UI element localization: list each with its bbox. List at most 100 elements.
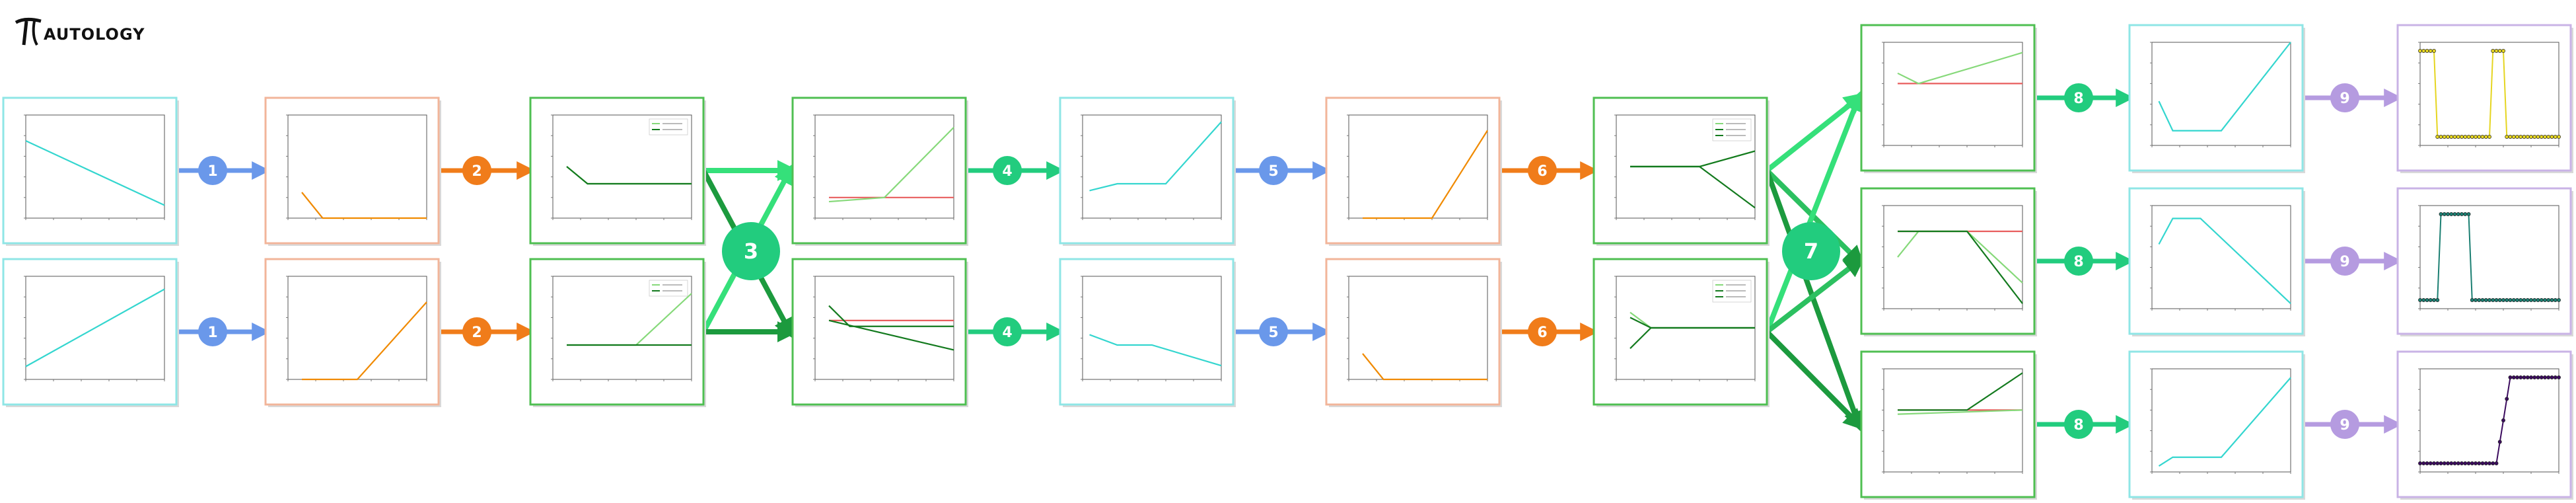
plot-axes xyxy=(25,114,165,219)
chart-panel-p1b xyxy=(2,258,179,407)
series-line xyxy=(2420,50,2559,137)
series-point xyxy=(2432,298,2436,302)
series-point xyxy=(2449,212,2454,216)
series-point xyxy=(2497,298,2502,302)
series-point xyxy=(2546,135,2551,139)
series-line xyxy=(302,301,427,381)
series-point xyxy=(2470,461,2474,465)
chart-panel-p8a xyxy=(1860,24,2037,173)
series-point xyxy=(2474,298,2478,302)
step-number: 1 xyxy=(207,163,217,180)
series-point xyxy=(2446,461,2450,465)
step-number: 9 xyxy=(2340,91,2349,107)
series-point xyxy=(2494,298,2499,302)
series-point xyxy=(2463,135,2468,139)
series-point xyxy=(2557,135,2561,139)
plot-axes xyxy=(1883,42,2023,146)
series-line xyxy=(2158,42,2291,132)
legend-box xyxy=(649,280,688,297)
step-number: 6 xyxy=(1537,163,1547,180)
series-point xyxy=(2487,461,2491,465)
series-point xyxy=(2463,212,2468,216)
step-badge-s8b: 8 xyxy=(2064,247,2093,276)
series-point xyxy=(2435,135,2440,139)
step-badge-s9a: 9 xyxy=(2330,83,2359,112)
series-point xyxy=(2435,298,2440,302)
step-badge-s3: 3 xyxy=(722,222,780,280)
step-badge-s4b: 4 xyxy=(993,317,1022,346)
series-point xyxy=(2532,375,2537,379)
series-point xyxy=(2553,135,2558,139)
series-point xyxy=(2553,298,2558,302)
chart-panel-p8b xyxy=(1860,187,2037,336)
series-point xyxy=(2480,461,2485,465)
step-number: 3 xyxy=(744,239,758,264)
step-badge-s4a: 4 xyxy=(993,156,1022,185)
chart-panel-p5a xyxy=(1059,97,1236,246)
chart-panel-p3a xyxy=(529,97,706,246)
series-point xyxy=(2553,375,2558,379)
step-badge-s9c: 9 xyxy=(2330,410,2359,439)
series-point xyxy=(2421,298,2426,302)
legend-box xyxy=(649,118,688,135)
series-line xyxy=(2158,217,2291,305)
series-point xyxy=(2421,461,2426,465)
series-point xyxy=(2480,135,2485,139)
flow-arrow xyxy=(1765,93,1866,173)
step-number: 1 xyxy=(207,325,217,341)
series-point xyxy=(2543,135,2547,139)
chart-panel-p9a xyxy=(2128,24,2305,173)
chart-panel-p10c xyxy=(2396,350,2573,500)
series-point xyxy=(2484,461,2488,465)
series-point xyxy=(2505,135,2509,139)
plot-axes xyxy=(814,276,954,380)
series-line xyxy=(1089,121,1222,192)
series-line xyxy=(1363,130,1488,219)
flow-arrow xyxy=(1765,256,1866,334)
series-point xyxy=(2418,298,2422,302)
step-number: 7 xyxy=(1804,239,1818,264)
series-point xyxy=(2487,135,2491,139)
series-point xyxy=(2484,135,2488,139)
flow-arrow xyxy=(1765,330,1865,431)
series-point xyxy=(2536,135,2540,139)
series-point xyxy=(2480,298,2485,302)
step-number: 4 xyxy=(1002,163,1012,180)
plot-axes xyxy=(2419,368,2559,473)
logo-text: AUTOLOGY xyxy=(44,25,145,44)
chart-panel-p7a xyxy=(1592,97,1770,246)
series-point xyxy=(2466,212,2471,216)
series-point xyxy=(2428,461,2433,465)
series-point xyxy=(2522,135,2526,139)
series-point xyxy=(2435,461,2440,465)
step-number: 8 xyxy=(2073,254,2083,270)
series-point xyxy=(2484,298,2488,302)
series-point xyxy=(2494,49,2499,53)
series-point xyxy=(2421,49,2426,53)
series-point xyxy=(2425,461,2429,465)
chart-panel-p10a xyxy=(2396,24,2573,173)
step-badge-s2b: 2 xyxy=(462,317,491,346)
step-badge-s7: 7 xyxy=(1782,222,1840,280)
plot-axes xyxy=(552,114,692,219)
series-point xyxy=(2508,298,2513,302)
plot-axes xyxy=(552,276,692,380)
series-point xyxy=(2519,135,2523,139)
step-badge-s2a: 2 xyxy=(462,156,491,185)
series-line xyxy=(1898,230,2023,304)
step-badge-s6b: 6 xyxy=(1528,317,1557,346)
series-point xyxy=(2529,375,2533,379)
series-line xyxy=(25,140,165,206)
series-point xyxy=(2525,298,2530,302)
series-point xyxy=(2466,135,2471,139)
step-number: 9 xyxy=(2340,417,2349,434)
step-badge-s1a: 1 xyxy=(198,156,227,185)
series-point xyxy=(2432,49,2436,53)
series-point xyxy=(2515,375,2519,379)
step-badge-s5b: 5 xyxy=(1259,317,1288,346)
series-point xyxy=(2550,375,2554,379)
chart-panel-p4a xyxy=(791,97,968,246)
step-badge-s8c: 8 xyxy=(2064,410,2093,439)
series-point xyxy=(2519,375,2523,379)
